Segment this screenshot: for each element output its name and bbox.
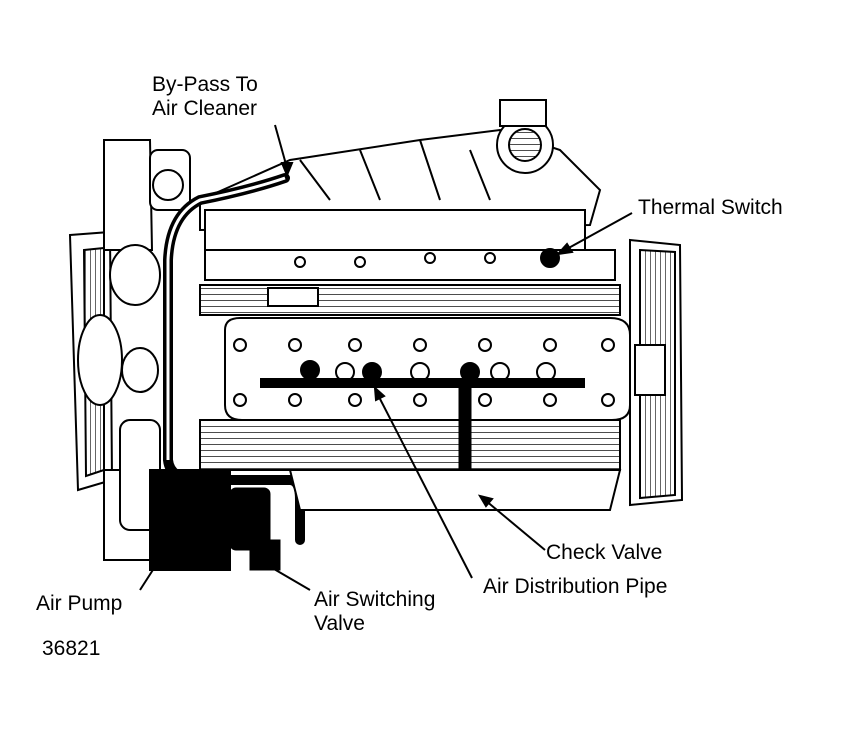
cylinder-head-bands <box>199 284 621 471</box>
air-distribution-pipe-label: Air Distribution Pipe <box>483 575 668 598</box>
air-switching-valve-line2: Valve <box>314 612 365 635</box>
figure-number: 36821 <box>42 637 101 660</box>
upper-head <box>204 209 616 281</box>
thermal-switch-label: Thermal Switch <box>638 196 783 219</box>
leader-lines <box>139 124 633 591</box>
air-pump <box>149 469 231 571</box>
lower-cover <box>224 317 631 421</box>
bypass-label-line1: By-Pass To <box>152 73 258 96</box>
air-switching-valve-label: Air Switching Valve <box>314 588 435 636</box>
air-switching-valve-line1: Air Switching <box>314 588 436 611</box>
air-pump-label: Air Pump <box>36 592 123 615</box>
intake-manifold <box>199 99 602 232</box>
oil-pan <box>288 469 622 511</box>
check-valve-label: Check Valve <box>546 541 663 564</box>
air-distribution-pipe <box>260 378 585 388</box>
bypass-label-line2: Air Cleaner <box>152 97 258 120</box>
bypass-label: By-Pass To Air Cleaner <box>152 73 258 121</box>
bellhousing <box>629 238 684 507</box>
